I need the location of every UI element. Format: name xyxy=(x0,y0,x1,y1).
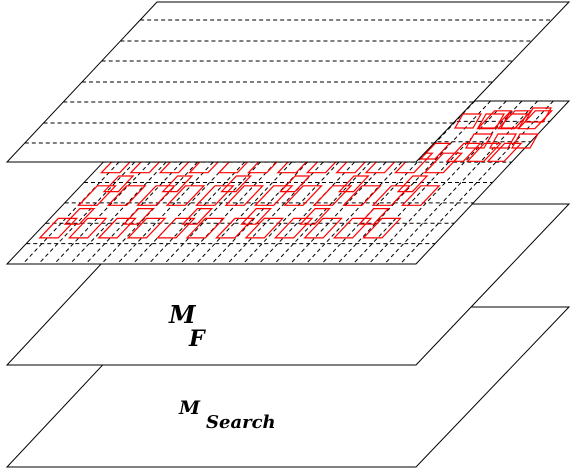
red-cell xyxy=(517,110,554,130)
red-cell xyxy=(283,185,323,206)
red-cell xyxy=(126,217,167,239)
red-cell xyxy=(299,208,331,225)
search-plane-label-main: M xyxy=(178,397,201,419)
top-plane xyxy=(5,1,571,163)
red-cell xyxy=(464,133,494,149)
red-cell xyxy=(476,113,506,129)
red-cell xyxy=(303,217,343,239)
red-cell xyxy=(357,208,390,225)
top-plane-dashed-lines xyxy=(24,19,552,144)
red-cell xyxy=(445,142,482,162)
red-cell xyxy=(523,107,553,123)
red-cell xyxy=(488,133,518,149)
mf-plane-label-sub: F xyxy=(188,326,206,352)
red-cell xyxy=(185,217,226,239)
red-cell xyxy=(396,175,429,193)
search-plane-label-sub: Search xyxy=(206,412,276,433)
red-cell xyxy=(362,217,402,239)
red-cell xyxy=(423,152,464,174)
red-cell xyxy=(476,110,513,130)
red-cell xyxy=(181,208,214,225)
red-cell xyxy=(337,175,370,193)
red-cell xyxy=(220,175,253,193)
red-cell xyxy=(67,217,108,239)
red-cell xyxy=(510,133,540,149)
red-cell xyxy=(165,185,206,206)
red-cell xyxy=(102,175,135,193)
red-cell xyxy=(161,175,194,193)
red-cell xyxy=(244,217,285,239)
red-cell xyxy=(419,142,451,160)
red-cell xyxy=(63,208,96,225)
red-cell xyxy=(240,208,272,225)
red-cell xyxy=(122,208,155,225)
red-cell xyxy=(224,185,265,206)
red-cell xyxy=(106,185,147,206)
mf-plane-label-main: M xyxy=(168,300,197,329)
red-cell xyxy=(401,185,441,206)
red-cell xyxy=(499,113,529,129)
red-cell xyxy=(342,185,382,206)
overlay-red-cells xyxy=(453,107,553,149)
red-cell xyxy=(466,142,502,162)
grid-column-line xyxy=(321,100,476,265)
red-cell xyxy=(279,175,311,193)
red-cell xyxy=(453,113,483,129)
red-cell xyxy=(486,142,523,162)
